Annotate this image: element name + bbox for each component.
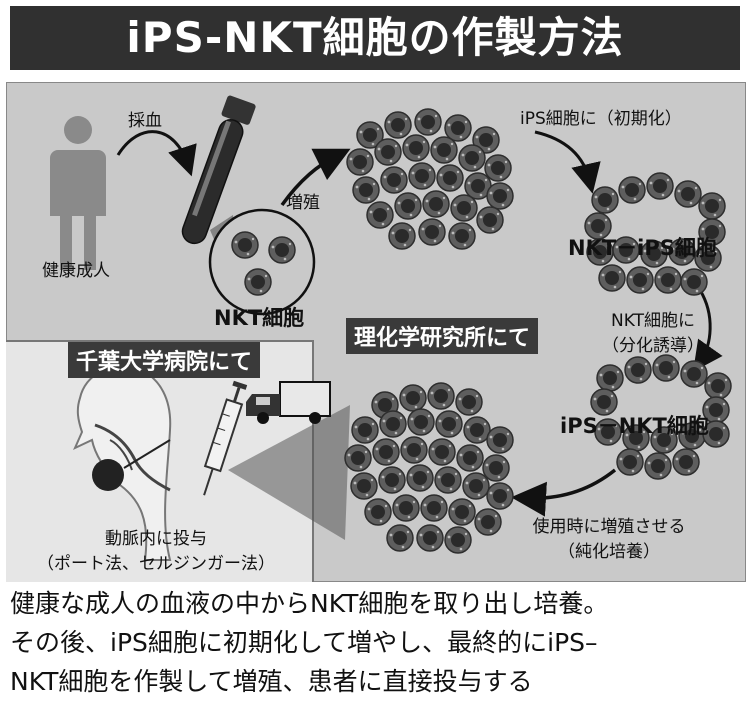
blood-tube-icon	[181, 95, 256, 245]
label-blood-draw: 採血	[128, 111, 162, 131]
truck-icon	[246, 381, 331, 424]
tag-riken: 理化学研究所にて	[346, 318, 539, 354]
description: 健康な成人の血液の中からNKT細胞を取り出し培養。 その後、iPS細胞に初期化し…	[10, 584, 745, 701]
syringe-icon	[203, 380, 248, 496]
label-proliferate: 増殖	[286, 193, 320, 213]
description-line-3: NKT細胞を作製して増殖、患者に直接投与する	[10, 667, 533, 696]
person-icon	[50, 116, 106, 270]
tag-chiba: 千葉大学病院にて	[68, 342, 261, 378]
label-expand-line1: 使用時に増殖させる	[532, 517, 686, 537]
page-title: iPS-NKT細胞の作製方法	[10, 6, 740, 70]
cell-cluster-expanded	[344, 382, 514, 554]
label-administer: 動脈内に投与 （ポート法、セルジンガー法）	[28, 524, 284, 574]
label-reprogram: iPS細胞に（初期化）	[520, 109, 682, 129]
description-line-1: 健康な成人の血液の中からNKT細胞を取り出し培養。	[10, 589, 609, 618]
description-line-2: その後、iPS細胞に初期化して増やし、最終的にiPS–	[10, 628, 598, 657]
label-nkt-cell: NKT細胞	[214, 306, 305, 330]
cell-cluster-nkt	[346, 108, 514, 250]
label-differentiate-line2: （分化誘導）	[602, 336, 704, 356]
head-profile-icon	[73, 365, 172, 561]
label-differentiate-line1: NKT細胞に	[611, 311, 695, 331]
label-differentiate: NKT細胞に （分化誘導）	[598, 306, 708, 356]
label-expand-line2: （純化培養）	[558, 542, 660, 562]
label-administer-line2: （ポート法、セルジンガー法）	[37, 554, 275, 574]
label-administer-line1: 動脈内に投与	[105, 529, 207, 549]
label-expand: 使用時に増殖させる （純化培養）	[524, 512, 694, 562]
label-nkt-ips-cell: NKT－iPS細胞	[568, 236, 717, 260]
nkt-magnify-circle	[208, 208, 316, 316]
label-ips-nkt-cell: iPS－NKT細胞	[560, 414, 709, 438]
label-healthy-adult: 健康成人	[42, 261, 110, 281]
